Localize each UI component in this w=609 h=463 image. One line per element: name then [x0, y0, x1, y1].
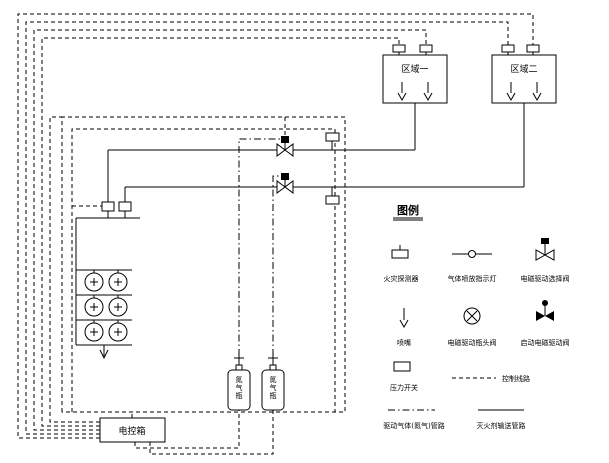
- valve-body: [284, 143, 294, 157]
- legend-item-label: 启动电磁驱动阀: [521, 338, 570, 347]
- bottle-body: [261, 369, 285, 411]
- valve-body: [276, 180, 286, 194]
- selector-valve-icon: [535, 249, 547, 261]
- fire-detector-icon: [501, 44, 515, 53]
- legend-item-label: 灭火剂输送管路: [477, 421, 526, 430]
- pilot-bottle-1: 氮气瓶: [227, 356, 251, 411]
- pressure-switch-1-icon: [325, 132, 340, 150]
- selector-valve-2-icon: [276, 173, 294, 194]
- fire-detector-icon: [391, 249, 409, 259]
- legend-item-label: 压力开关: [390, 383, 418, 392]
- bottle-neck: [235, 364, 243, 370]
- legend-item-selector-valve: 电磁驱动选择阀: [521, 238, 570, 283]
- pressure-switch-icon: [393, 361, 411, 372]
- legend-item-pressure-switch: 压力开关: [390, 361, 418, 392]
- zone-2: 区域二: [491, 44, 557, 104]
- legend-item-agent-pipe-line: 灭火剂输送管路: [477, 409, 526, 430]
- pressure-switch-body: [325, 132, 340, 142]
- bottle-valve-icon: [268, 356, 278, 365]
- legend-item-label: 气体喷放指示灯: [448, 274, 497, 283]
- start-valve-icon: [536, 311, 545, 321]
- gas-release-indicator-icon: [468, 250, 476, 258]
- bottle-valve-icon: [234, 356, 244, 365]
- container-valve-marks: [90, 278, 122, 336]
- control-line: [149, 410, 274, 455]
- bottle-neck: [269, 364, 277, 370]
- legend-item-control-line: 控制线路: [452, 374, 530, 383]
- legend-item-label: 驱动气体(氮气)管路: [383, 421, 444, 430]
- driving-gas-line: [272, 175, 281, 356]
- control-line: [25, 21, 509, 435]
- zone-2-label: 区域二: [510, 63, 537, 75]
- zone-1-box: [382, 54, 448, 104]
- pilot-bottle-2: 氮气瓶: [261, 356, 285, 411]
- legend-item-label: 喷嘴: [397, 338, 411, 347]
- selector-valve-1-icon: [276, 136, 294, 157]
- control-line: [33, 29, 427, 431]
- nozzle-icon: [532, 82, 542, 102]
- start-valve-icon: [542, 300, 548, 306]
- control-line: [134, 410, 240, 449]
- pressure-switch-body: [325, 195, 340, 205]
- manifold-drain-arrow-icon: [99, 345, 109, 360]
- legend-item-label: 火灾探测器: [384, 274, 419, 283]
- valve-body: [276, 143, 286, 157]
- control-wiring: [17, 13, 534, 455]
- legend-item-nozzle: 喷嘴: [397, 308, 411, 347]
- valve-actuator: [281, 136, 289, 143]
- legend-item-start-valve: 启动电磁驱动阀: [521, 300, 570, 347]
- zone-1-label: 区域一: [401, 63, 428, 75]
- control-loop-outer: [61, 116, 346, 413]
- cylinder-manifold: [84, 201, 132, 342]
- selector-valve-icon: [543, 249, 555, 261]
- legend-item-container-valve: 电磁驱动瓶头阀: [448, 307, 497, 347]
- legend-item-label: 电磁驱动瓶头阀: [448, 338, 497, 347]
- fire-detector-icon: [526, 44, 540, 53]
- control-line: [41, 37, 400, 427]
- legend-item-label: 电磁驱动选择阀: [521, 274, 570, 283]
- valve-actuator: [281, 173, 289, 180]
- legend-title: 图例: [397, 203, 419, 217]
- pressure-switch-2-icon: [325, 187, 340, 205]
- driving-gas-lines: [238, 138, 281, 356]
- control-line: [49, 116, 100, 423]
- selector-valve-icon: [541, 238, 549, 244]
- bottle-body: [227, 369, 251, 411]
- cylinder-stems: [93, 270, 119, 323]
- valve-body: [284, 180, 294, 194]
- nozzle-icon: [423, 82, 433, 102]
- control-box-label: 电控箱: [118, 425, 145, 437]
- container-valve-icon: [466, 310, 478, 322]
- legend-item-driving-gas-line: 驱动气体(氮气)管路: [383, 409, 445, 430]
- manifold-pressure-device-icon: [118, 201, 132, 212]
- control-line: [17, 13, 534, 439]
- bottle-2-label: 氮气瓶: [269, 375, 277, 400]
- legend-item-gas-release-indicator: 气体喷放指示灯: [448, 250, 497, 283]
- fire-detector-icon: [419, 44, 433, 53]
- zone-1: 区域一: [382, 44, 448, 104]
- manifold-pressure-device-icon: [101, 201, 115, 212]
- control-box: 电控箱: [99, 417, 166, 443]
- zone-2-box: [491, 54, 557, 104]
- control-loop-inner: [71, 128, 336, 412]
- start-valve-icon: [545, 311, 554, 321]
- bottle-1-label: 氮气瓶: [235, 375, 243, 400]
- legend-title-underline: [393, 217, 423, 221]
- legend-item-fire-detector: 火灾探测器: [384, 245, 419, 283]
- legend-item-label: 控制线路: [502, 374, 530, 383]
- nozzle-icon: [397, 82, 407, 102]
- control-box-body: [99, 417, 166, 443]
- legend: 图例 火灾探测器 气体喷放指示灯 电磁驱动选择阀 喷嘴 电磁驱动瓶头阀: [383, 203, 569, 430]
- fire-detector-icon: [392, 44, 406, 53]
- nozzle-icon: [399, 308, 409, 329]
- driving-gas-line: [238, 138, 281, 356]
- nozzle-icon: [506, 82, 516, 102]
